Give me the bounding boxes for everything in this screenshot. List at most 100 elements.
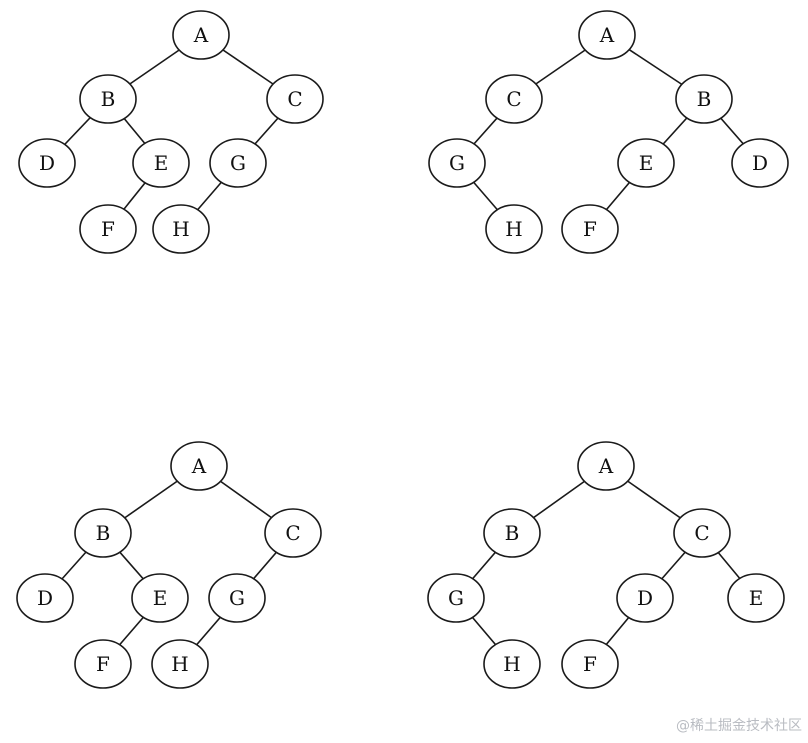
tree-3-node-b: B: [74, 508, 132, 558]
tree-3-node-a: A: [170, 441, 228, 491]
node-label: E: [639, 151, 654, 175]
watermark: @稀土掘金技术社区: [676, 718, 802, 734]
node-circle: [209, 138, 267, 188]
node-circle: [731, 138, 789, 188]
node-circle: [485, 204, 543, 254]
node-circle: [616, 573, 674, 623]
tree-2-node-a: A: [578, 10, 636, 60]
node-circle: [208, 573, 266, 623]
tree-3-node-c: C: [264, 508, 322, 558]
node-label: G: [449, 151, 465, 175]
node-label: C: [506, 87, 521, 111]
node-label: F: [101, 217, 115, 241]
node-label: B: [697, 87, 712, 111]
node-circle: [152, 204, 210, 254]
node-label: G: [230, 151, 246, 175]
tree-4-node-e: E: [727, 573, 785, 623]
node-label: B: [505, 521, 520, 545]
node-circle: [170, 441, 228, 491]
node-label: F: [583, 652, 597, 676]
node-label: E: [154, 151, 169, 175]
node-label: D: [37, 586, 53, 610]
tree-4-node-f: F: [561, 639, 619, 689]
tree-2-node-f: F: [561, 204, 619, 254]
node-label: G: [448, 586, 464, 610]
node-label: H: [505, 217, 522, 241]
node-label: A: [599, 23, 615, 47]
tree-4-node-b: B: [483, 508, 541, 558]
node-label: H: [503, 652, 520, 676]
node-circle: [617, 138, 675, 188]
tree-4-node-d: D: [616, 573, 674, 623]
node-circle: [79, 204, 137, 254]
node-circle: [727, 573, 785, 623]
tree-1-node-c: C: [266, 74, 324, 124]
tree-1-node-d: D: [18, 138, 76, 188]
node-label: D: [637, 586, 653, 610]
node-label: G: [229, 586, 245, 610]
node-circle: [132, 138, 190, 188]
tree-1-node-e: E: [132, 138, 190, 188]
tree-3-node-g: G: [208, 573, 266, 623]
tree-1-node-h: H: [152, 204, 210, 254]
node-circle: [561, 204, 619, 254]
tree-3-node-h: H: [151, 639, 209, 689]
node-circle: [578, 10, 636, 60]
tree-2-node-d: D: [731, 138, 789, 188]
node-label: D: [39, 151, 55, 175]
node-label: D: [752, 151, 768, 175]
node-circle: [16, 573, 74, 623]
node-label: C: [287, 87, 302, 111]
node-circle: [428, 138, 486, 188]
node-label: F: [96, 652, 110, 676]
tree-2-node-b: B: [675, 74, 733, 124]
node-circle: [266, 74, 324, 124]
tree-2-node-g: G: [428, 138, 486, 188]
node-circle: [427, 573, 485, 623]
node-circle: [74, 508, 132, 558]
tree-1-node-a: A: [172, 10, 230, 60]
node-label: A: [193, 23, 209, 47]
node-circle: [172, 10, 230, 60]
tree-3-node-e: E: [131, 573, 189, 623]
node-circle: [673, 508, 731, 558]
tree-4-node-c: C: [673, 508, 731, 558]
node-label: E: [153, 586, 168, 610]
tree-4-node-a: A: [577, 441, 635, 491]
node-circle: [74, 639, 132, 689]
tree-2-node-h: H: [485, 204, 543, 254]
node-label: F: [583, 217, 597, 241]
node-circle: [675, 74, 733, 124]
node-label: C: [694, 521, 709, 545]
tree-1-node-f: F: [79, 204, 137, 254]
tree-4-node-g: G: [427, 573, 485, 623]
tree-1-node-b: B: [79, 74, 137, 124]
node-label: A: [598, 454, 614, 478]
node-circle: [131, 573, 189, 623]
node-circle: [485, 74, 543, 124]
tree-2-node-c: C: [485, 74, 543, 124]
node-label: E: [749, 586, 764, 610]
tree-3-node-f: F: [74, 639, 132, 689]
edges-layer: [44, 34, 761, 665]
node-circle: [264, 508, 322, 558]
tree-3-node-d: D: [16, 573, 74, 623]
nodes-layer: A B C D E G F H A C B G E D H F A B C D E G F H A B C G D E H F: [16, 10, 789, 689]
node-circle: [151, 639, 209, 689]
tree-1-node-g: G: [209, 138, 267, 188]
node-circle: [18, 138, 76, 188]
node-label: H: [171, 652, 188, 676]
node-label: H: [172, 217, 189, 241]
node-circle: [79, 74, 137, 124]
node-circle: [561, 639, 619, 689]
node-label: B: [101, 87, 116, 111]
node-circle: [483, 639, 541, 689]
tree-2-node-e: E: [617, 138, 675, 188]
node-circle: [483, 508, 541, 558]
node-circle: [577, 441, 635, 491]
node-label: B: [96, 521, 111, 545]
tree-4-node-h: H: [483, 639, 541, 689]
node-label: C: [285, 521, 300, 545]
node-label: A: [191, 454, 207, 478]
